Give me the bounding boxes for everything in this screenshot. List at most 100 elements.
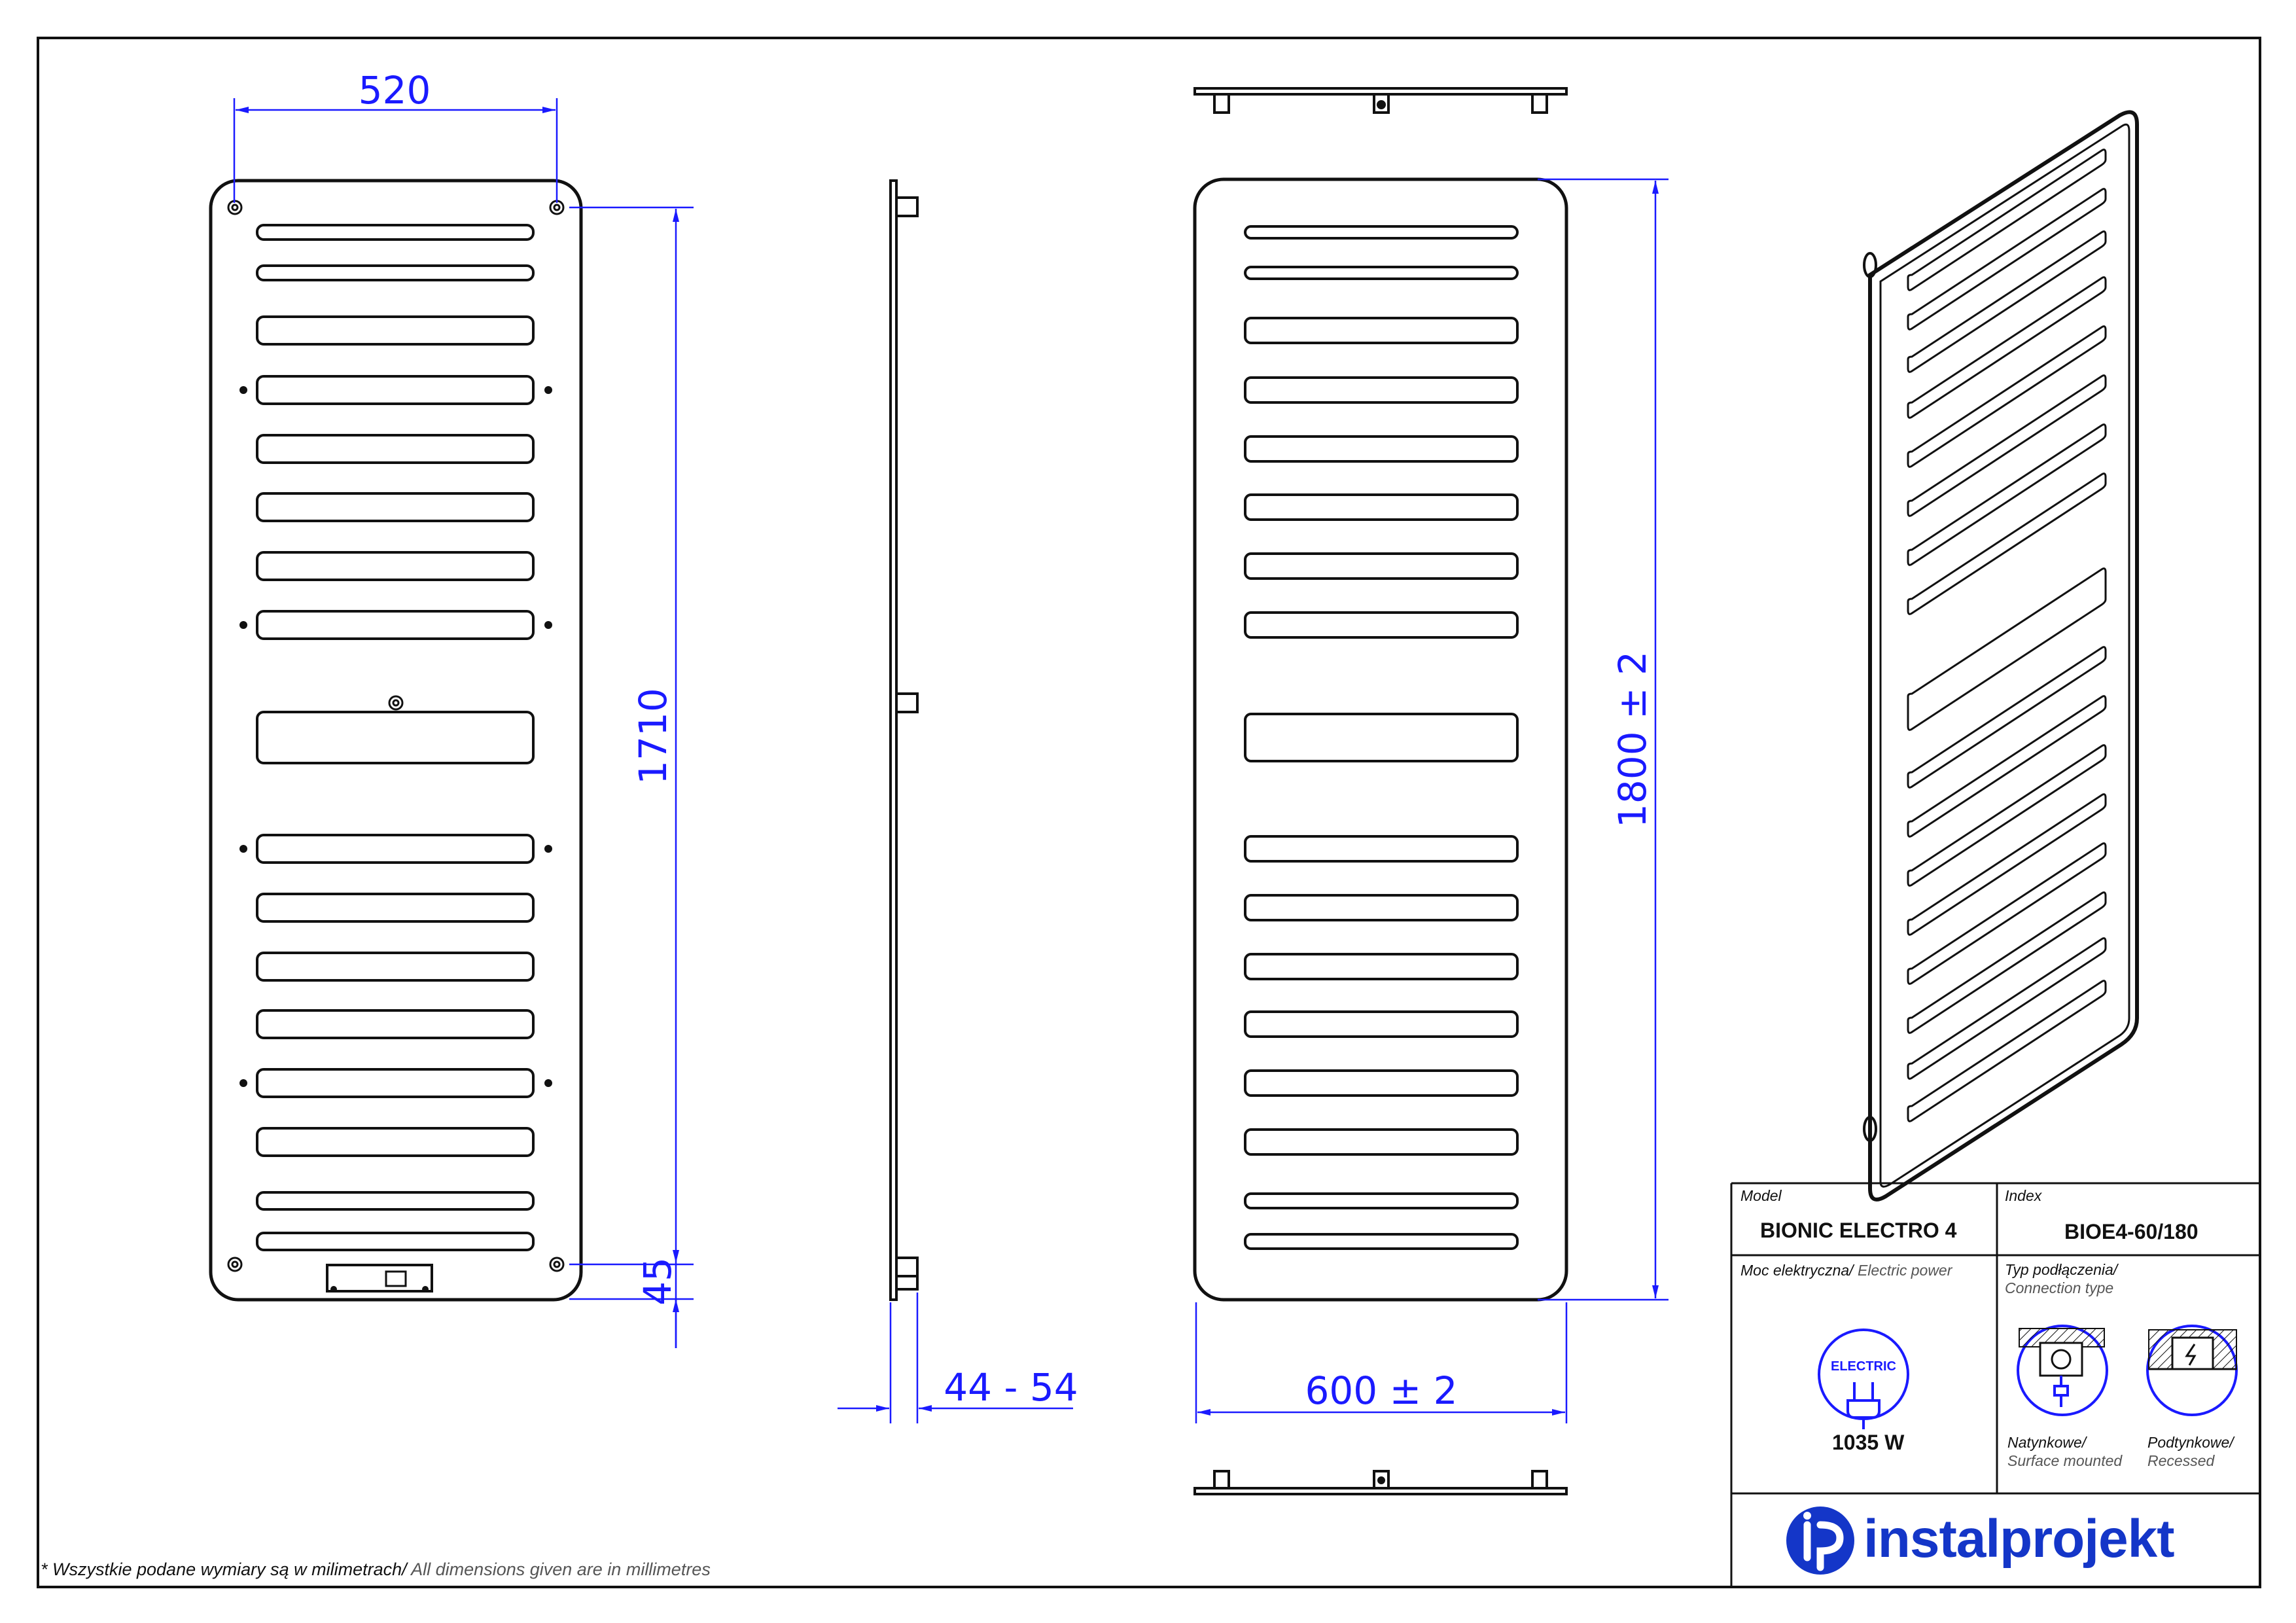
isometric-slots: [1907, 149, 2107, 1122]
rear-slot: [1244, 713, 1519, 762]
connection-label: Typ podłączenia/ Connection type: [2005, 1260, 2117, 1297]
front-dot: [239, 1079, 247, 1087]
power-value: 1035 W: [1832, 1431, 1905, 1454]
rear-slot: [1244, 552, 1519, 580]
isometric-slot: [1907, 744, 2107, 887]
rear-slot: [1244, 894, 1519, 921]
isometric-slot: [1907, 423, 2107, 566]
front-bottom-offset-label: 45: [635, 1257, 680, 1306]
front-slot: [256, 1068, 535, 1098]
front-dot: [544, 386, 552, 394]
title-block: [1730, 1182, 2260, 1587]
front-slot: [256, 434, 535, 464]
front-slot: [256, 551, 535, 581]
rear-slot: [1244, 611, 1519, 639]
rear-top-profile: [1193, 87, 1568, 114]
power-label: Moc elektryczna/ Electric power: [1740, 1262, 1952, 1279]
rear-view: [1193, 177, 1568, 1302]
brand-name: instalprojekt: [1863, 1509, 2175, 1569]
front-slot: [256, 264, 535, 281]
rear-slot: [1244, 1010, 1519, 1038]
index-value: BIOE4-60/180: [2064, 1220, 2199, 1243]
rear-slot: [1244, 376, 1519, 404]
isometric-slot: [1907, 149, 2107, 291]
isometric-slot: [1907, 793, 2107, 936]
rear-slot: [1244, 435, 1519, 463]
front-dot: [239, 845, 247, 853]
front-panel-outline: [209, 179, 583, 1302]
isometric-slot: [1907, 937, 2107, 1080]
front-slot: [256, 1232, 535, 1251]
side-depth-label: 44 - 54: [944, 1365, 1078, 1410]
front-slot: [256, 315, 535, 346]
rear-slot: [1244, 225, 1519, 240]
front-dot: [239, 621, 247, 629]
rear-slot: [1244, 317, 1519, 344]
isometric-slot: [1907, 188, 2107, 330]
front-dot: [239, 386, 247, 394]
front-slot: [256, 375, 535, 405]
isometric-slot: [1907, 646, 2107, 789]
isometric-view: [1863, 110, 2139, 1202]
isometric-slot: [1907, 276, 2107, 419]
front-slot: [256, 1191, 535, 1211]
rear-slot: [1244, 1069, 1519, 1097]
front-side-dots: [239, 386, 552, 1087]
isometric-slot: [1907, 567, 2107, 731]
front-slot: [256, 952, 535, 982]
power-label-pl: Moc elektryczna/: [1740, 1262, 1854, 1279]
connection-surface-label: Natynkowe/ Surface mounted: [2007, 1433, 2122, 1470]
rear-slots: [1244, 225, 1519, 1250]
front-dot: [544, 621, 552, 629]
rear-dimensions: [1195, 178, 1669, 1423]
rear-slot: [1244, 1192, 1519, 1209]
connection-label-en: Connection type: [2005, 1279, 2114, 1296]
front-slot: [256, 610, 535, 640]
connection-recessed-label: Podtynkowe/ Recessed: [2147, 1433, 2234, 1470]
power-label-en: Electric power: [1853, 1262, 1952, 1279]
front-slots: [256, 224, 535, 1251]
connection-label-pl: Typ podłączenia/: [2005, 1261, 2118, 1278]
connection-recessed-pl: Podtynkowe/: [2147, 1434, 2234, 1451]
front-slot: [256, 834, 535, 864]
front-mount-holes: [227, 200, 565, 1272]
rear-panel-outline: [1193, 177, 1568, 1302]
isometric-slot: [1907, 374, 2107, 517]
isometric-slot: [1907, 473, 2107, 615]
footnote: * Wszystkie podane wymiary są w milimetr…: [41, 1560, 711, 1580]
side-dimensions: [838, 1293, 1073, 1423]
rear-width-label: 600 ± 2: [1305, 1368, 1457, 1413]
connection-surface-pl: Natynkowe/: [2007, 1434, 2087, 1451]
front-width-label: 520: [359, 68, 431, 113]
recessed-box-icon: [2146, 1325, 2238, 1416]
front-slot: [256, 893, 535, 923]
front-height-label: 1710: [631, 688, 675, 785]
footnote-pl: * Wszystkie podane wymiary są w milimetr…: [41, 1560, 407, 1579]
isometric-slot: [1907, 695, 2107, 838]
front-view: [209, 179, 583, 1302]
connection-surface-en: Surface mounted: [2007, 1452, 2123, 1469]
front-slot: [256, 1127, 535, 1157]
isometric-slot: [1907, 842, 2107, 985]
model-label: Model: [1740, 1187, 1782, 1204]
isometric-slot: [1907, 891, 2107, 1034]
electric-plug-icon: [1818, 1329, 1909, 1429]
front-connection-box: [326, 1264, 433, 1293]
rear-height-label: 1800 ± 2: [1610, 651, 1655, 828]
rear-slot: [1244, 493, 1519, 521]
front-slot: [256, 1009, 535, 1039]
front-slot: [256, 492, 535, 522]
index-label: Index: [2005, 1187, 2042, 1204]
rear-slot: [1244, 1128, 1519, 1156]
front-slot: [256, 711, 535, 764]
rear-slot: [1244, 953, 1519, 980]
isometric-slot: [1907, 980, 2107, 1122]
rear-slot: [1244, 835, 1519, 863]
side-view: [889, 179, 919, 1301]
electric-badge-label: ELECTRIC: [1831, 1359, 1896, 1374]
isometric-slot: [1907, 325, 2107, 468]
rear-slot: [1244, 266, 1519, 280]
rear-slot: [1244, 1233, 1519, 1250]
surface-socket-icon: [2017, 1325, 2108, 1416]
